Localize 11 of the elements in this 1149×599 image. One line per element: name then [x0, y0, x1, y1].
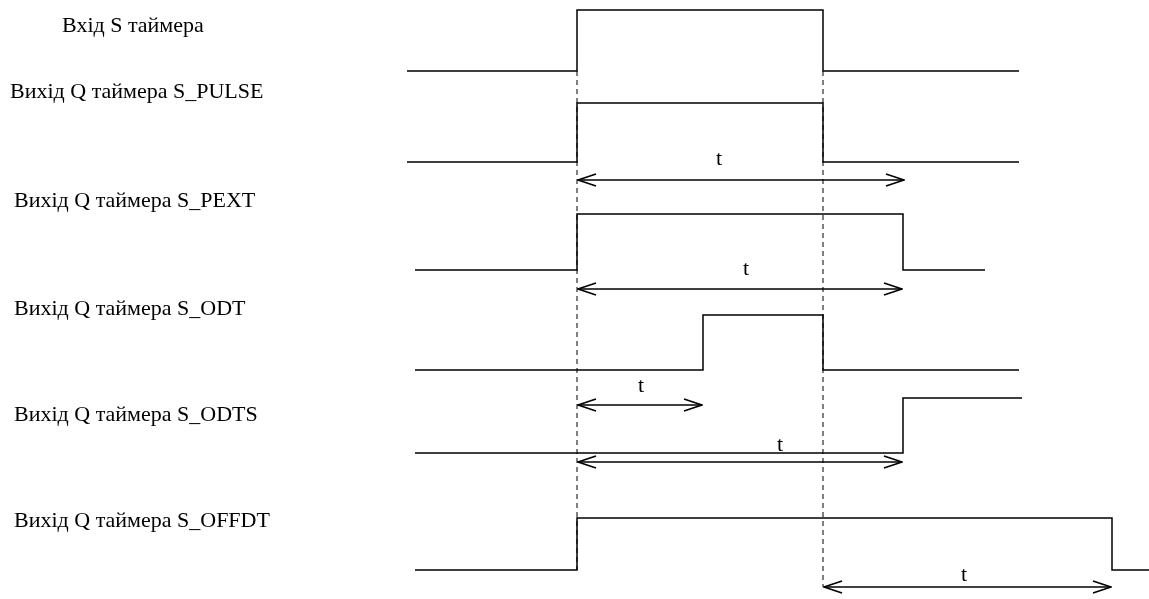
- signal-label: Вихід Q таймера S_ODTS: [14, 401, 258, 427]
- signal-label: Вихід Q таймера S_OFFDT: [14, 507, 270, 533]
- time-label: t: [743, 255, 750, 281]
- signal-label: Вихід Q таймера S_ODT: [14, 295, 246, 321]
- signal-label: Вихід Q таймера S_PULSE: [10, 78, 264, 104]
- time-label: t: [961, 561, 968, 587]
- time-label: t: [777, 431, 784, 457]
- time-label: t: [638, 372, 645, 398]
- time-label: t: [716, 145, 723, 171]
- signal-label: Вхід S таймера: [62, 12, 204, 38]
- signal-label: Вихід Q таймера S_PEXT: [14, 187, 256, 213]
